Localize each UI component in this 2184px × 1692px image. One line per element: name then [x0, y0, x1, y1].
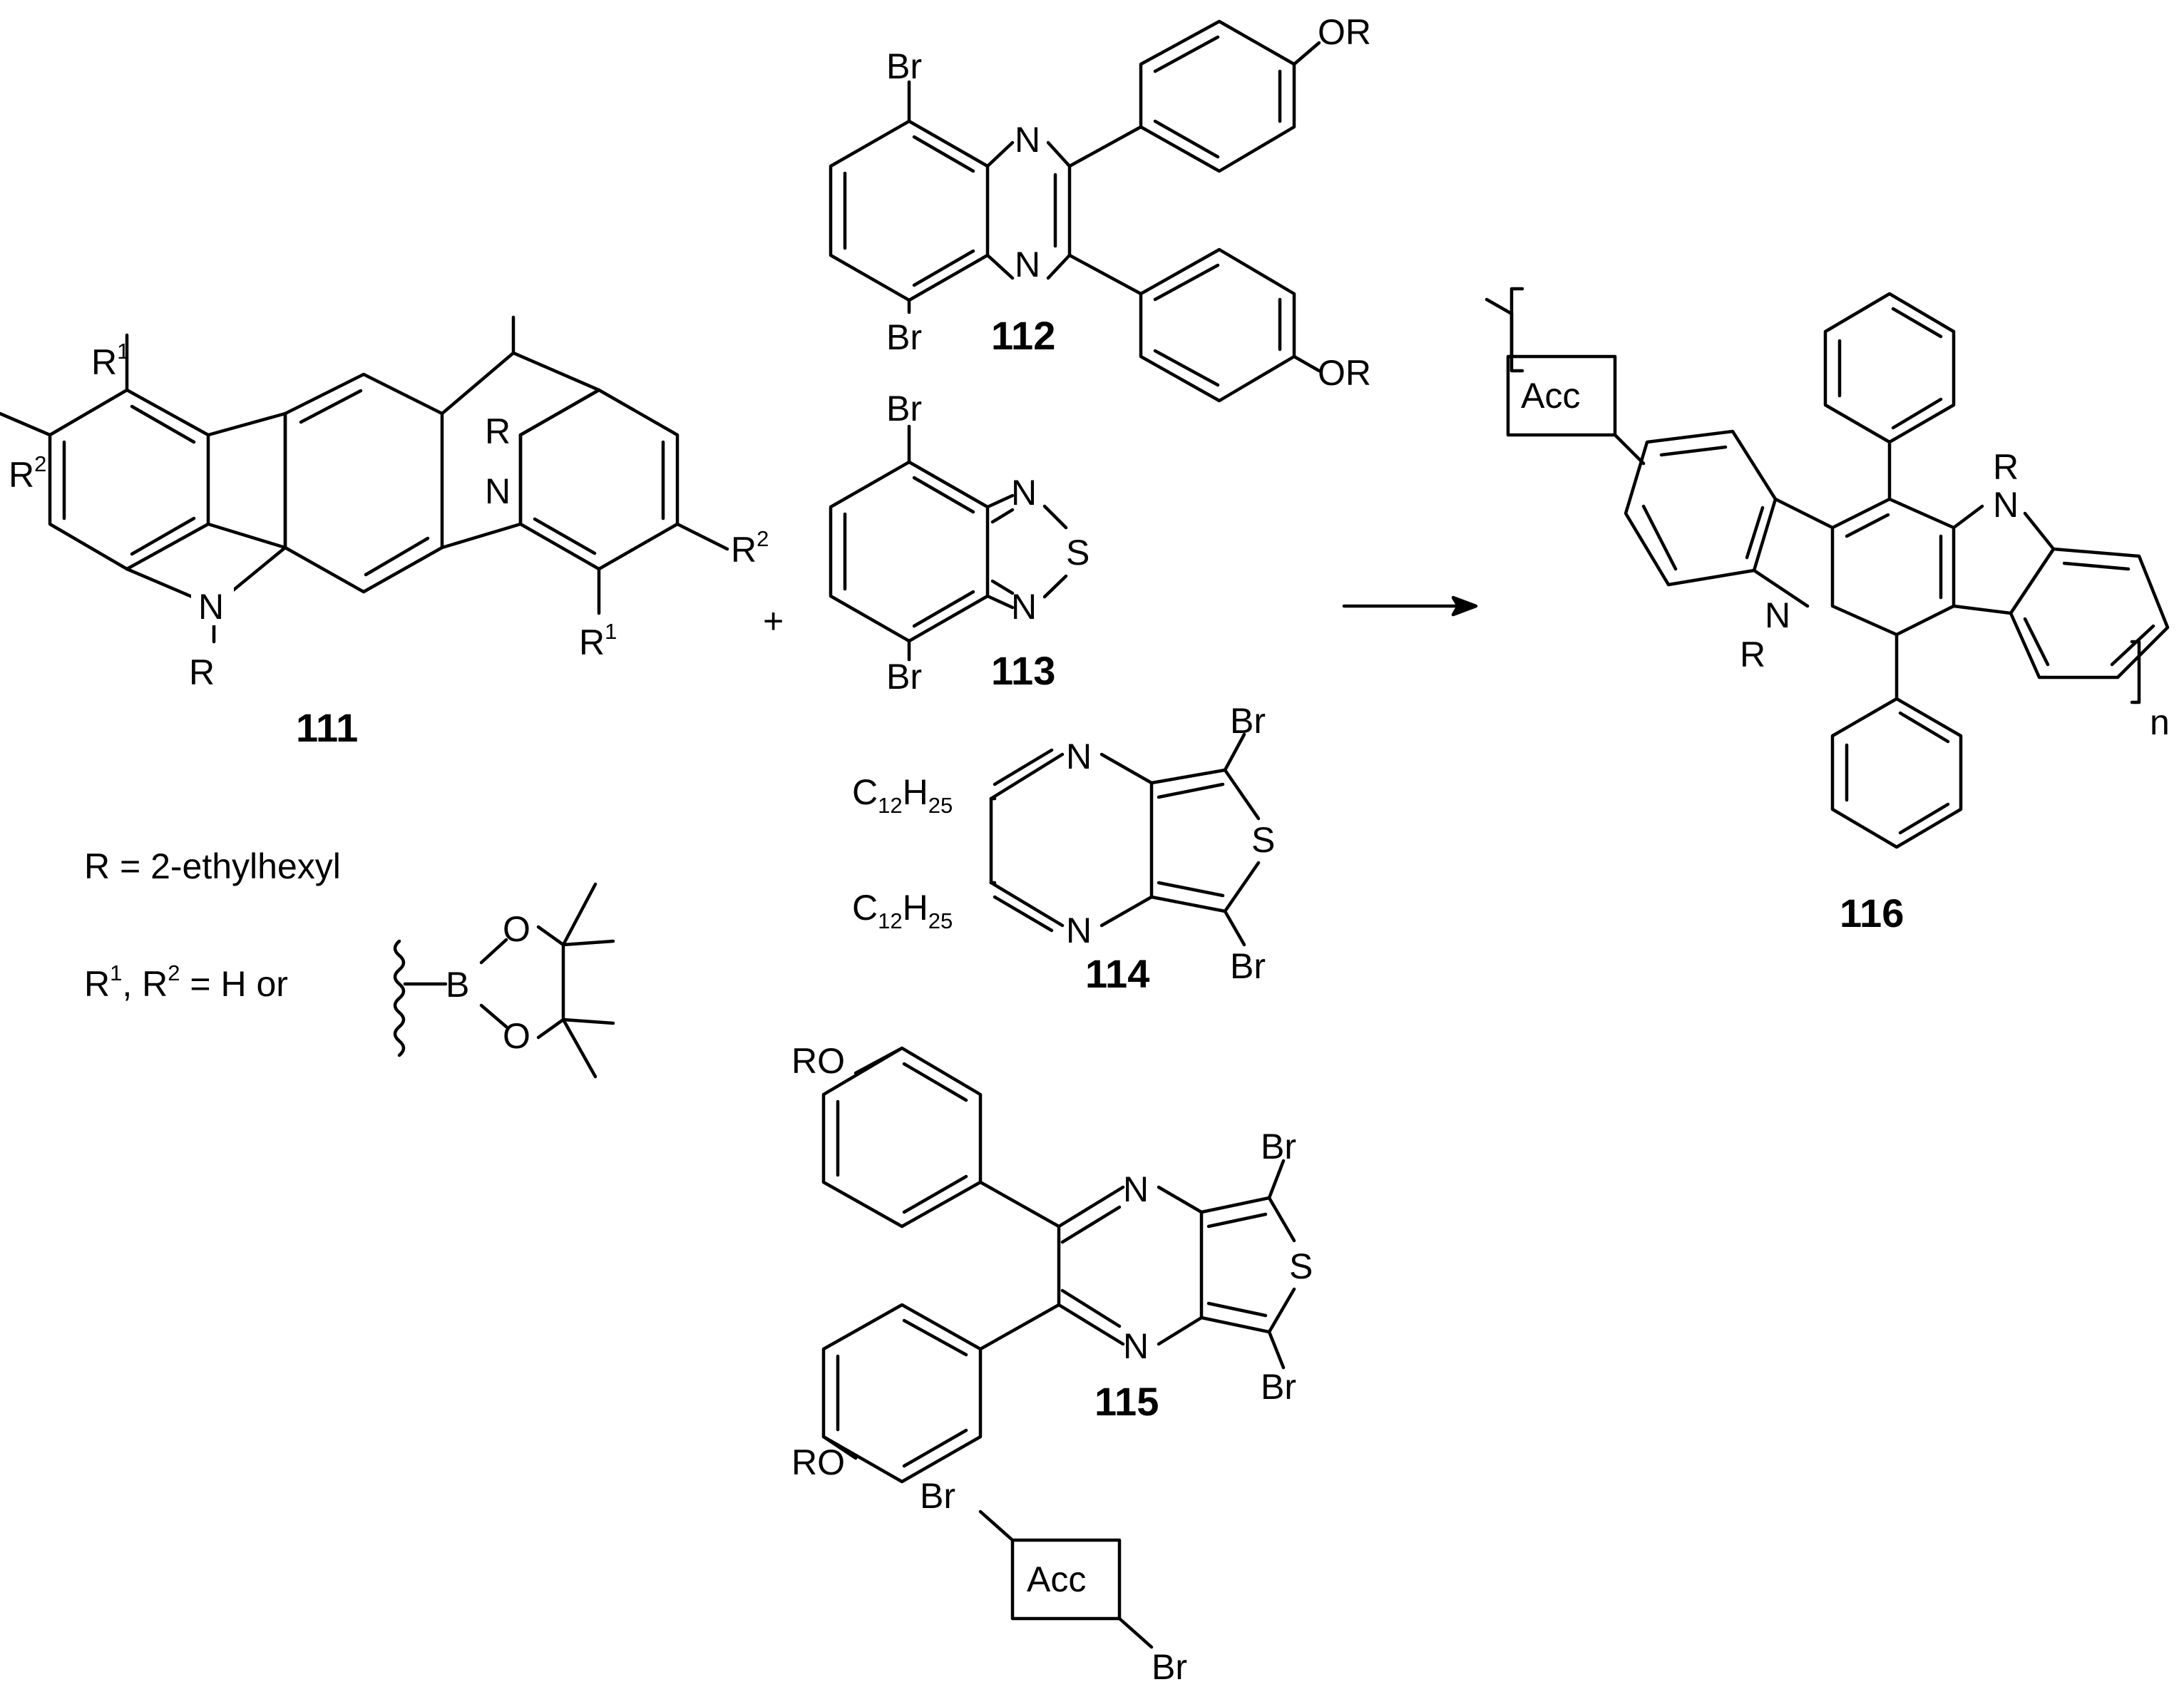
c112-lower-aryl: [1139, 247, 1296, 403]
acceptor-box-polymer: [1506, 354, 1617, 437]
c115-upper-aryl: [821, 1046, 983, 1229]
acceptor-box-reagent: [1010, 1538, 1122, 1621]
compound-112-structure: [829, 19, 1321, 403]
c114-alkyl-bottom: C12H25: [852, 888, 953, 933]
compound-116-structure: [1485, 287, 2170, 849]
c115-s: S: [1289, 1246, 1313, 1286]
compound-114-label: 114: [1085, 951, 1149, 996]
c113-benzo-ring: [829, 460, 990, 643]
c115-ro-top: RO: [791, 1041, 845, 1081]
c115-br-top: Br: [1261, 1127, 1296, 1167]
polymer-repeat-n: n: [2150, 702, 2170, 742]
r1-r2-definition: R1, R2 = H or: [84, 960, 288, 1004]
dibromo-acceptor-structure: [978, 1509, 1154, 1649]
c115-n-top: N: [1123, 1169, 1149, 1209]
c116-r-right: R: [1993, 447, 2019, 487]
c113-n-top: N: [1011, 473, 1037, 513]
c111-r1-top: R1: [91, 339, 129, 382]
c115-n-bottom: N: [1123, 1326, 1149, 1366]
plus-sign: +: [763, 601, 784, 641]
c111-r2-right: R2: [731, 526, 769, 570]
c111-r-left: R: [189, 652, 215, 692]
c113-br-top: Br: [886, 389, 922, 429]
c116-left-ring: [1624, 429, 1778, 587]
compound-115-structure: [821, 1046, 1296, 1484]
compound-111-structure: [0, 315, 729, 644]
compound-115-label: 115: [1094, 1379, 1159, 1424]
c114-br-bottom: Br: [1230, 946, 1266, 986]
c113-n-bottom: N: [1011, 587, 1037, 627]
acc-reagent-label: Acc: [1027, 1559, 1086, 1599]
compound-114-structure: [989, 732, 1261, 947]
c115-br-bottom: Br: [1261, 1367, 1296, 1407]
c114-alkyl-top: C12H25: [852, 772, 953, 818]
compound-112-label: 112: [991, 313, 1055, 358]
c111-r1-bottom: R1: [579, 619, 617, 662]
oxygen-atom-bottom: O: [503, 1016, 530, 1056]
arrow-head: [1451, 595, 1478, 617]
acc-polymer-label: Acc: [1521, 376, 1580, 416]
c111-n-left: N: [198, 587, 224, 627]
oxygen-atom-top: O: [503, 909, 530, 949]
c116-right-ring: [2009, 547, 2170, 680]
c116-top-phenyl: [1823, 292, 1956, 444]
c113-s: S: [1066, 533, 1090, 573]
c116-n-right: N: [1993, 485, 2019, 525]
polymer-bracket-right: [2130, 640, 2141, 704]
compound-116-label: 116: [1840, 891, 1904, 935]
boron-atom: B: [446, 965, 469, 1005]
c111-n-mask-left: [191, 581, 234, 625]
c111-left-ring: [48, 388, 210, 571]
c112-n-top: N: [1015, 120, 1040, 160]
r-definition: R = 2-ethylhexyl: [84, 846, 341, 886]
c112-or-top: OR: [1318, 12, 1371, 52]
c114-n-top: N: [1066, 737, 1092, 776]
c111-r2-left: R2: [9, 451, 46, 495]
compound-113-label: 113: [991, 648, 1055, 693]
c115-ro-bottom: RO: [791, 1442, 845, 1482]
c111-r-right: R: [485, 411, 511, 451]
c116-n-left: N: [1765, 595, 1790, 635]
c112-benzo-ring: [829, 119, 990, 302]
c114-n-bottom: N: [1066, 911, 1092, 950]
wavy-bond: [393, 939, 406, 1057]
c111-n-right: N: [485, 471, 511, 511]
c113-br-bottom: Br: [886, 657, 922, 697]
reaction-arrow: [1342, 595, 1478, 617]
pinacol-boronate-structure: [393, 882, 615, 1079]
c116-bottom-phenyl: [1830, 697, 1963, 849]
c116-r-left: R: [1740, 635, 1765, 675]
c114-br-top: Br: [1230, 701, 1266, 741]
compound-113-structure: [829, 424, 1068, 662]
c112-br-top: Br: [886, 46, 922, 86]
c114-s: S: [1251, 820, 1275, 860]
acc-reagent-br-bottom: Br: [1152, 1647, 1187, 1687]
c111-central-ring: [283, 372, 444, 594]
c112-or-bottom: OR: [1318, 353, 1371, 393]
c116-central-ring: [1830, 497, 1956, 637]
compound-111-label: 111: [296, 705, 358, 750]
c111-right-ring: [518, 388, 680, 571]
c115-lower-aryl: [821, 1303, 983, 1484]
c112-upper-aryl: [1139, 19, 1296, 173]
c112-br-bottom: Br: [886, 317, 922, 357]
c112-n-bottom: N: [1015, 245, 1040, 284]
acc-reagent-br-top: Br: [920, 1476, 955, 1516]
